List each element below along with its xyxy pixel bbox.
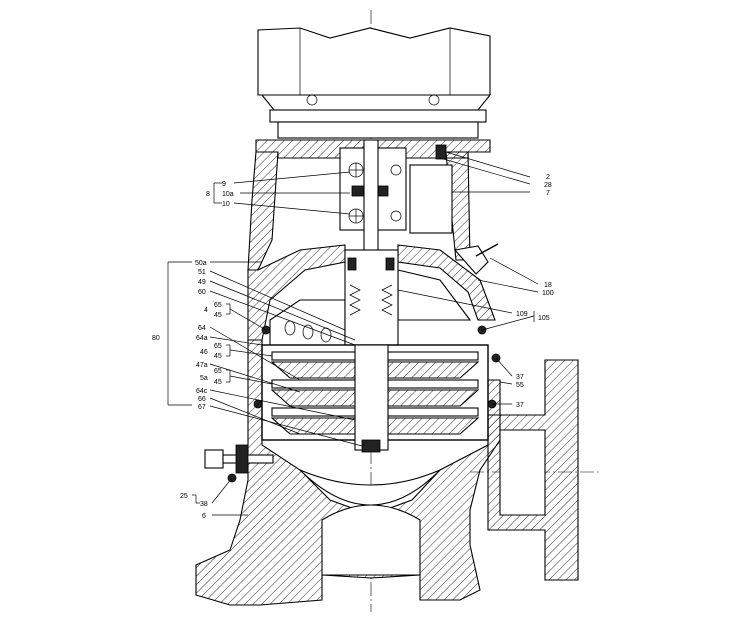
right-callouts: 2 28 7 18 100 109 105 37 55 37 <box>516 174 554 409</box>
callout-45-low: 45 <box>214 379 222 386</box>
callout-8: 8 <box>206 191 210 198</box>
callout-28: 28 <box>544 182 552 189</box>
callout-80: 80 <box>152 335 160 342</box>
leader-lines <box>167 151 539 516</box>
pump-base <box>195 339 501 606</box>
callout-100: 100 <box>542 290 554 297</box>
callout-45-top: 45 <box>214 312 222 319</box>
callout-65-low: 65 <box>214 368 222 375</box>
callout-5a: 5a <box>200 375 208 382</box>
shaft-seal <box>344 249 399 346</box>
motor-housing <box>257 27 492 139</box>
callout-60: 60 <box>198 289 206 296</box>
callout-105: 105 <box>538 315 550 322</box>
left-callouts: 9 8 10a 10 50a 51 49 60 65 4 45 64 80 64… <box>152 181 234 520</box>
callout-65-top: 65 <box>214 302 222 309</box>
callout-38: 38 <box>200 501 208 508</box>
callout-10a: 10a <box>222 191 234 198</box>
callout-18: 18 <box>544 282 552 289</box>
callout-7: 7 <box>546 190 550 197</box>
callout-46: 46 <box>200 349 208 356</box>
callout-37-bottom: 37 <box>516 402 524 409</box>
callout-50a: 50a <box>195 260 207 267</box>
callout-9: 9 <box>222 181 226 188</box>
callout-4: 4 <box>204 307 208 314</box>
callout-25: 25 <box>180 493 188 500</box>
drain-bolt <box>204 444 274 483</box>
callout-66: 66 <box>198 396 206 403</box>
callout-37-top: 37 <box>516 374 524 381</box>
pump-head <box>247 243 499 346</box>
callout-64c: 64c <box>196 388 208 395</box>
callout-47a: 47a <box>196 362 208 369</box>
callout-10: 10 <box>222 201 230 208</box>
outlet-flange <box>487 359 579 581</box>
callout-65-mid: 65 <box>214 343 222 350</box>
callout-55: 55 <box>516 382 524 389</box>
callout-64: 64 <box>198 325 206 332</box>
callout-51: 51 <box>198 269 206 276</box>
callout-49: 49 <box>198 279 206 286</box>
callout-64a: 64a <box>196 335 208 342</box>
callout-109: 109 <box>516 311 528 318</box>
callout-45-mid: 45 <box>214 353 222 360</box>
callout-2: 2 <box>546 174 550 181</box>
callout-6: 6 <box>202 513 206 520</box>
callout-67: 67 <box>198 404 206 411</box>
